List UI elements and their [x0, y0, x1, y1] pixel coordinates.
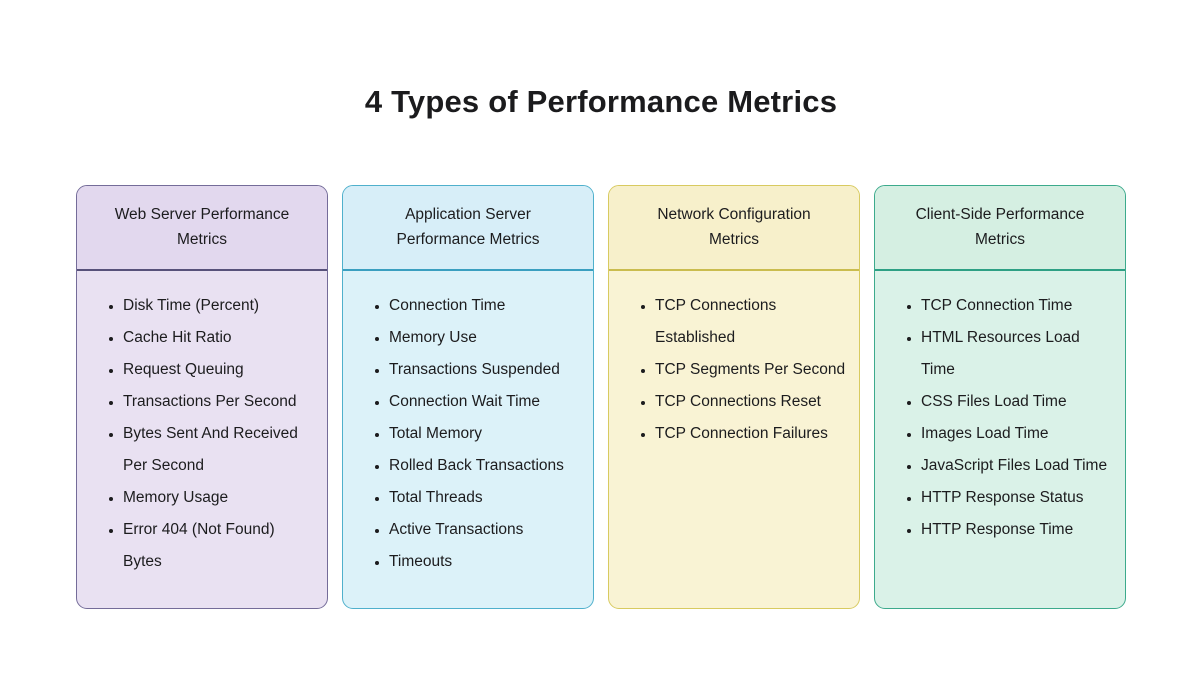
metric-list: TCP Connections EstablishedTCP Segments … — [627, 290, 847, 450]
list-item: Memory Usage — [123, 482, 315, 514]
list-item: HTTP Response Status — [921, 482, 1113, 514]
list-item: HTTP Response Time — [921, 514, 1113, 546]
list-item: Request Queuing — [123, 354, 315, 386]
card-title: Network Configuration Metrics — [609, 186, 859, 271]
list-item: Transactions Per Second — [123, 386, 315, 418]
list-item: Transactions Suspended — [389, 354, 581, 386]
page-title: 4 Types of Performance Metrics — [364, 84, 838, 119]
list-item: TCP Segments Per Second — [655, 354, 847, 386]
list-item: Connection Time — [389, 290, 581, 322]
card-title: Application Server Performance Metrics — [343, 186, 593, 271]
list-item: TCP Connection Time — [921, 290, 1113, 322]
list-item: Rolled Back Transactions — [389, 450, 581, 482]
list-item: Total Threads — [389, 482, 581, 514]
list-item: Active Transactions — [389, 514, 581, 546]
list-item: Memory Use — [389, 322, 581, 354]
list-item: Error 404 (Not Found) Bytes — [123, 514, 315, 578]
list-item: Disk Time (Percent) — [123, 290, 315, 322]
list-item: Total Memory — [389, 418, 581, 450]
card-body: TCP Connections EstablishedTCP Segments … — [609, 271, 859, 608]
list-item: TCP Connection Failures — [655, 418, 847, 450]
card-body: TCP Connection TimeHTML Resources Load T… — [875, 271, 1125, 608]
list-item: Bytes Sent And Received Per Second — [123, 418, 315, 482]
list-item: JavaScript Files Load Time — [921, 450, 1113, 482]
list-item: CSS Files Load Time — [921, 386, 1113, 418]
list-item: TCP Connections Reset — [655, 386, 847, 418]
card-client-side-metrics: Client-Side Performance Metrics TCP Conn… — [874, 185, 1126, 609]
card-application-server-metrics: Application Server Performance Metrics C… — [342, 185, 594, 609]
metric-list: TCP Connection TimeHTML Resources Load T… — [893, 290, 1113, 546]
list-item: Images Load Time — [921, 418, 1113, 450]
metric-list: Connection TimeMemory UseTransactions Su… — [361, 290, 581, 578]
card-title: Web Server Performance Metrics — [77, 186, 327, 271]
metric-list: Disk Time (Percent)Cache Hit RatioReques… — [95, 290, 315, 578]
list-item: TCP Connections Established — [655, 290, 847, 354]
list-item: Cache Hit Ratio — [123, 322, 315, 354]
card-body: Disk Time (Percent)Cache Hit RatioReques… — [77, 271, 327, 608]
list-item: HTML Resources Load Time — [921, 322, 1113, 386]
card-body: Connection TimeMemory UseTransactions Su… — [343, 271, 593, 608]
list-item: Timeouts — [389, 546, 581, 578]
cards-row: Web Server Performance Metrics Disk Time… — [0, 185, 1202, 609]
list-item: Connection Wait Time — [389, 386, 581, 418]
card-title: Client-Side Performance Metrics — [875, 186, 1125, 271]
card-network-configuration-metrics: Network Configuration Metrics TCP Connec… — [608, 185, 860, 609]
card-web-server-metrics: Web Server Performance Metrics Disk Time… — [76, 185, 328, 609]
